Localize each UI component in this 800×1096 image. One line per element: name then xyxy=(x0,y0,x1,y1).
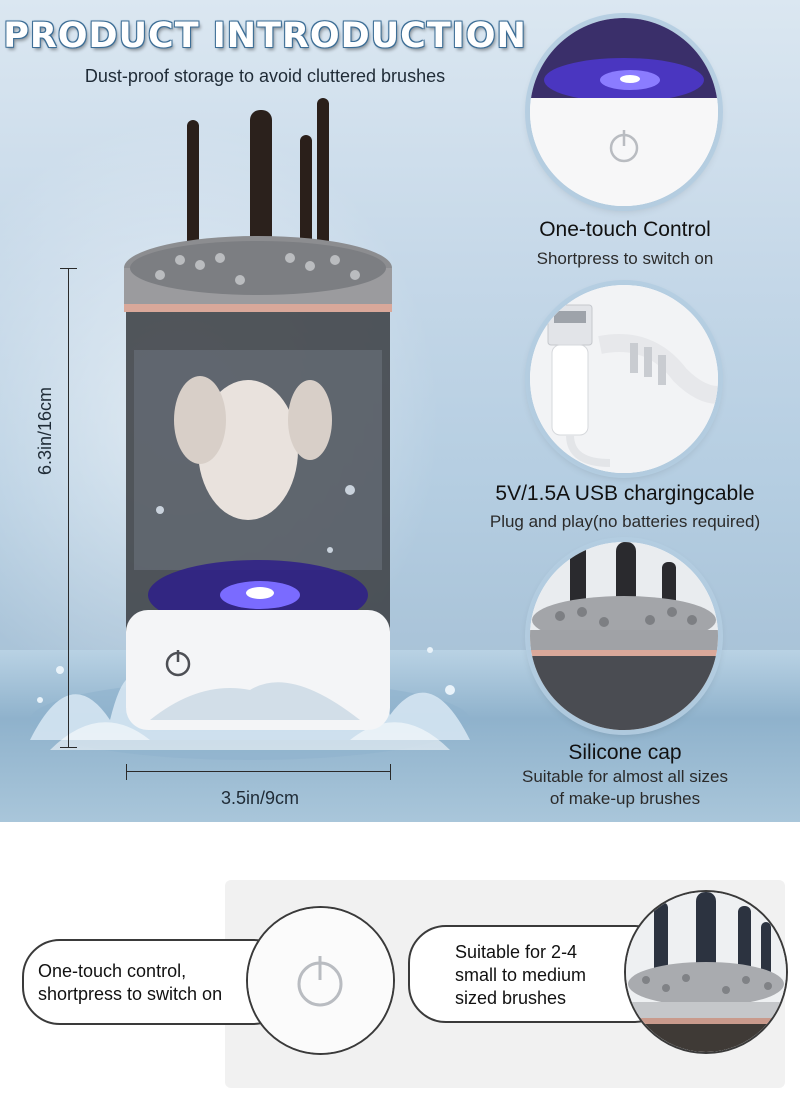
usb-cable-image xyxy=(530,285,718,473)
power-button-closeup xyxy=(246,906,395,1055)
one-touch-callout-line2: shortpress to switch on xyxy=(38,984,223,1004)
one-touch-callout-line1: One-touch control, xyxy=(38,961,187,981)
feature-one-touch-description: Shortpress to switch on xyxy=(536,249,714,268)
width-dimension-left-tick xyxy=(126,764,127,780)
height-dimension-bottom-tick xyxy=(60,747,77,748)
silicone-cap-image xyxy=(530,542,718,730)
page-title: PRODUCT INTRODUCTION xyxy=(3,16,527,56)
width-dimension-label: 3.5in/9cm xyxy=(220,788,300,808)
power-button-icon xyxy=(530,18,718,206)
usb-cable-icon xyxy=(530,285,718,473)
brushes-in-cap-icon xyxy=(626,892,786,1052)
feature-usb-description: Plug and play(no batteries required) xyxy=(489,512,761,531)
feature-silicone-cap-description-line2: of make-up brushes xyxy=(549,789,701,808)
height-dimension-top-tick xyxy=(60,268,77,269)
brush-capacity-callout-line3: sized brushes xyxy=(455,988,567,1008)
brush-cleaner-device-image xyxy=(124,98,392,730)
height-dimension-label: 6.3in/16cm xyxy=(35,386,55,475)
power-icon xyxy=(248,908,393,1053)
silicone-cap-icon xyxy=(530,542,718,730)
feature-usb-title: 5V/1.5A USB chargingcable xyxy=(495,482,755,505)
page-subtitle: Dust-proof storage to avoid cluttered br… xyxy=(84,66,446,86)
width-dimension-right-tick xyxy=(390,764,391,780)
brush-cap-closeup xyxy=(624,890,788,1054)
product-introduction-panel: PRODUCT INTRODUCTION Dust-proof storage … xyxy=(0,0,800,822)
brush-capacity-callout-line1: Suitable for 2-4 xyxy=(455,942,578,962)
width-dimension-line xyxy=(126,771,391,772)
height-dimension-line xyxy=(68,268,69,748)
one-touch-control-image xyxy=(530,18,718,206)
brush-capacity-callout-line2: small to medium xyxy=(455,965,587,985)
feature-one-touch-title: One-touch Control xyxy=(539,218,711,241)
feature-silicone-cap-title: Silicone cap xyxy=(568,741,682,764)
feature-silicone-cap-description-line1: Suitable for almost all sizes xyxy=(522,767,728,786)
detail-callouts-panel: One-touch control, shortpress to switch … xyxy=(0,822,800,1096)
